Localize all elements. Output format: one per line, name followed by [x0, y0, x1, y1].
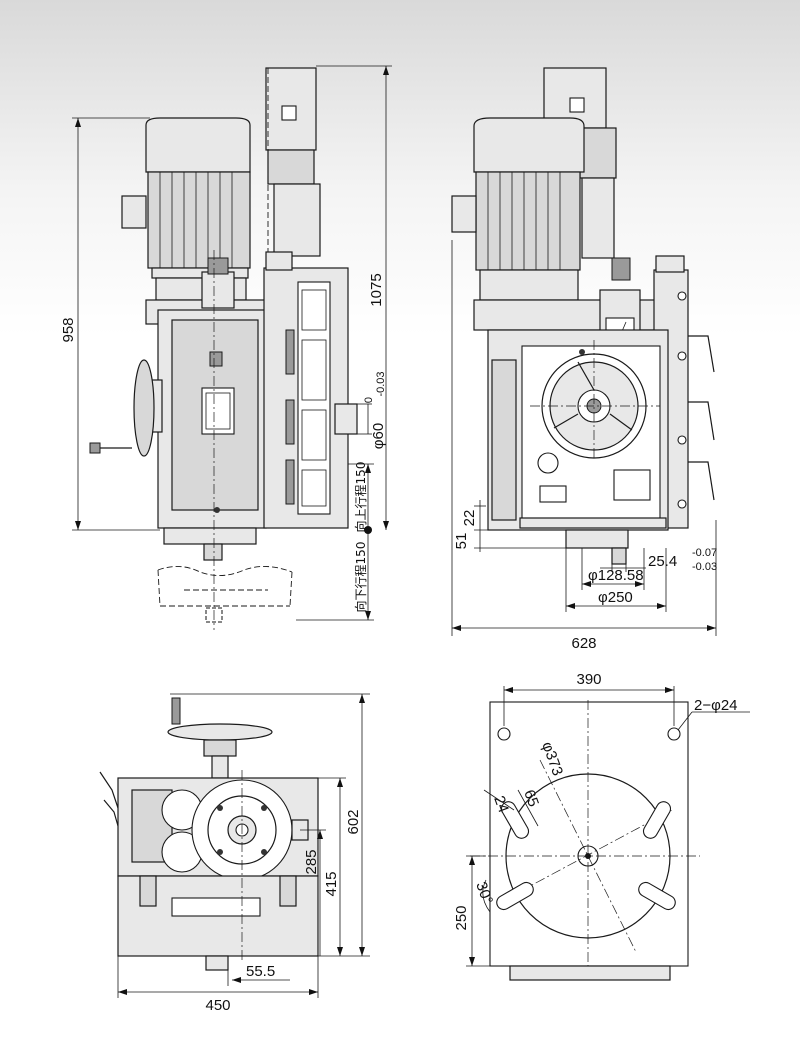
- dim-390-label: 390: [576, 671, 601, 688]
- dim-450-label: 450: [205, 997, 230, 1014]
- side-view: 958: [60, 65, 392, 630]
- dim-30deg-label: 30°: [472, 880, 496, 907]
- dim-25-tol-upper: -0.07: [692, 547, 717, 559]
- dim-25-label: 25.4: [648, 553, 677, 570]
- dim-phi250-label: φ250: [598, 589, 633, 606]
- top-view: 602 415 285 55.5 450: [99, 693, 370, 1014]
- dim-51-label: 51: [453, 533, 470, 550]
- up-stroke-label: 向上行程150: [353, 462, 368, 533]
- dim-holes-label: 2−φ24: [694, 697, 738, 714]
- dim-250-label: 250: [453, 905, 470, 930]
- front-view: 628 22 51 25.4 -0.07 -0.03 φ128.58 φ250: [451, 67, 717, 652]
- dim-phi60-tol-lower: -0.03: [375, 371, 387, 396]
- base-plate-view: 390 2−φ24 φ373 24 65 30° 250: [453, 671, 750, 981]
- down-stroke-label: 向下行程150: [353, 542, 368, 613]
- dim-958-label: 958: [60, 317, 77, 342]
- dim-602-label: 602: [345, 809, 362, 834]
- dim-25-tol-lower: -0.03: [692, 561, 717, 573]
- dim-415-label: 415: [323, 871, 340, 896]
- dim-285-label: 285: [303, 849, 320, 874]
- dim-phi60-label: φ60: [370, 423, 387, 449]
- dim-22-label: 22: [461, 510, 478, 527]
- dim-phi128-label: φ128.58: [588, 567, 644, 584]
- dim-24-label: 24: [490, 794, 512, 815]
- dim-1075-label: 1075: [368, 273, 385, 306]
- dim-phi60-tol-upper: 0: [363, 397, 375, 403]
- dim-55-label: 55.5: [246, 963, 275, 980]
- dim-628-label: 628: [571, 635, 596, 652]
